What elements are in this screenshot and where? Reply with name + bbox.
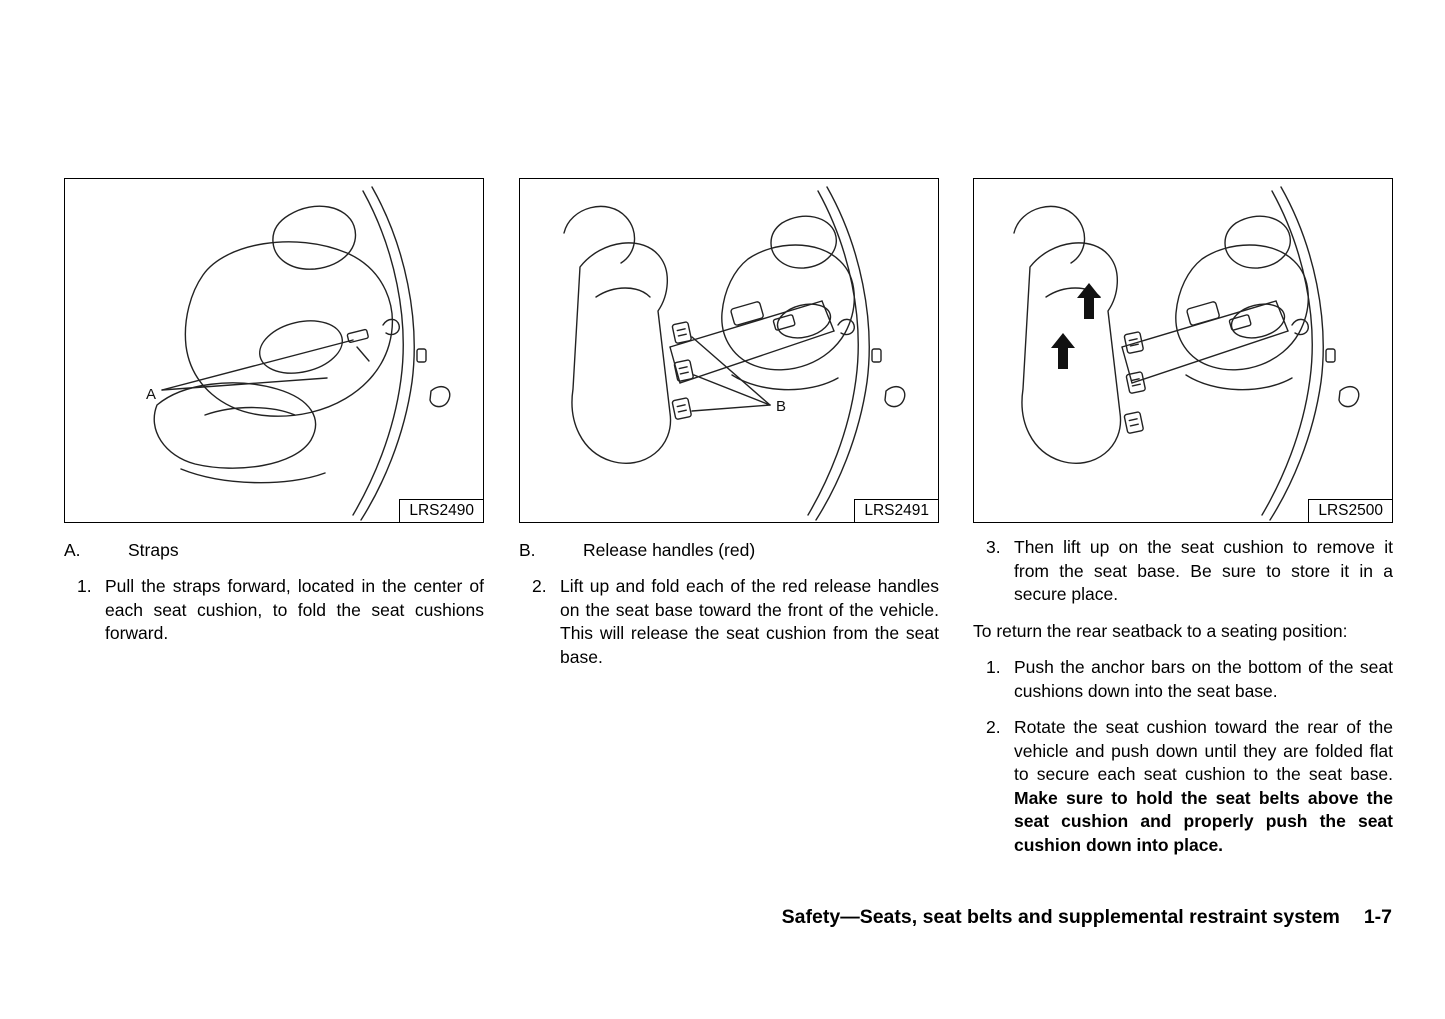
- footer-section-title: Safety—Seats, seat belts and supplementa…: [781, 906, 1340, 928]
- step-text: Then lift up on the seat cushion to remo…: [1014, 536, 1393, 607]
- callout-definition-b: B. Release handles (red): [519, 539, 939, 562]
- step-text-normal: Then lift up on the seat cushion to remo…: [1014, 537, 1393, 604]
- column-release-handles: B LRS2491 B. Release handles (red) 2. Li…: [519, 178, 939, 669]
- door-frame: [807, 186, 906, 521]
- seat-release-handles-illustration: B: [563, 186, 906, 521]
- folded-seatback: [563, 205, 672, 464]
- up-arrow-icon: [1077, 283, 1101, 319]
- callout-letter: A.: [64, 540, 81, 560]
- up-arrow-icon: [1051, 333, 1075, 369]
- front-seat: [721, 215, 855, 391]
- seat-base: [1121, 300, 1289, 384]
- column-lift-cushion: LRS2500 3. Then lift up on the seat cush…: [973, 178, 1393, 857]
- seat-lift-cushion-illustration: [1013, 186, 1360, 521]
- door-frame: [352, 186, 451, 521]
- instruction-step: 2. Rotate the seat cushion toward the re…: [973, 716, 1393, 857]
- page-footer: Safety—Seats, seat belts and supplementa…: [64, 905, 1392, 929]
- figure-straps: A LRS2490: [64, 178, 484, 523]
- step-text: Lift up and fold each of the red release…: [560, 575, 939, 669]
- step-text-bold: Make sure to hold the seat belts above t…: [1014, 787, 1393, 855]
- figure-code: LRS2491: [854, 499, 939, 523]
- callout-letter: B.: [519, 540, 536, 560]
- step-text-normal: Lift up and fold each of the red release…: [560, 576, 939, 667]
- front-seat: [1175, 215, 1309, 391]
- pointer-lines: [691, 336, 771, 412]
- step-text: Rotate the seat cushion toward the rear …: [1014, 716, 1393, 857]
- rear-seat: [153, 205, 393, 484]
- figure-release-handles: B LRS2491: [519, 178, 939, 523]
- step-number: 2.: [986, 717, 1001, 737]
- step-text-normal: Rotate the seat cushion toward the rear …: [1014, 717, 1393, 784]
- callout-text: Release handles (red): [583, 540, 756, 560]
- instruction-step: 3. Then lift up on the seat cushion to r…: [973, 536, 1393, 607]
- door-frame: [1261, 186, 1360, 521]
- instruction-step: 2. Lift up and fold each of the red rele…: [519, 575, 939, 669]
- step-text-normal: Pull the straps forward, located in the …: [105, 576, 484, 643]
- release-handles: [671, 321, 694, 420]
- return-to-seating-intro: To return the rear seatback to a seating…: [973, 620, 1348, 641]
- step-text-normal: Push the anchor bars on the bottom of th…: [1014, 657, 1393, 701]
- column-straps: A LRS2490 A. Straps 1. Pull the straps f…: [64, 178, 484, 646]
- up-arrow-icons: [1051, 283, 1101, 369]
- figure-lift-cushion: LRS2500: [973, 178, 1393, 523]
- step-number: 3.: [986, 537, 1001, 557]
- step-number: 1.: [986, 657, 1001, 677]
- anchor-bars: [1123, 331, 1146, 434]
- step-number: 1.: [77, 576, 92, 596]
- instruction-step: 1. Pull the straps forward, located in t…: [64, 575, 484, 646]
- footer-page-number: 1-7: [1363, 906, 1392, 928]
- callout-definition-a: A. Straps: [64, 539, 484, 562]
- step-text: Push the anchor bars on the bottom of th…: [1014, 656, 1393, 703]
- strap-lines: [161, 328, 370, 391]
- callout-text: Straps: [128, 540, 179, 560]
- instruction-step: 1. Push the anchor bars on the bottom of…: [973, 656, 1393, 703]
- seat-base: [669, 300, 835, 384]
- callout-letter-b: B: [776, 398, 786, 415]
- step-text: Pull the straps forward, located in the …: [105, 575, 484, 646]
- figure-code: LRS2500: [1308, 499, 1393, 523]
- callout-letter-a: A: [146, 386, 156, 403]
- seat-straps-illustration: A: [146, 186, 451, 521]
- figure-code: LRS2490: [399, 499, 484, 523]
- folded-seatback: [1013, 205, 1122, 464]
- step-number: 2.: [532, 576, 547, 596]
